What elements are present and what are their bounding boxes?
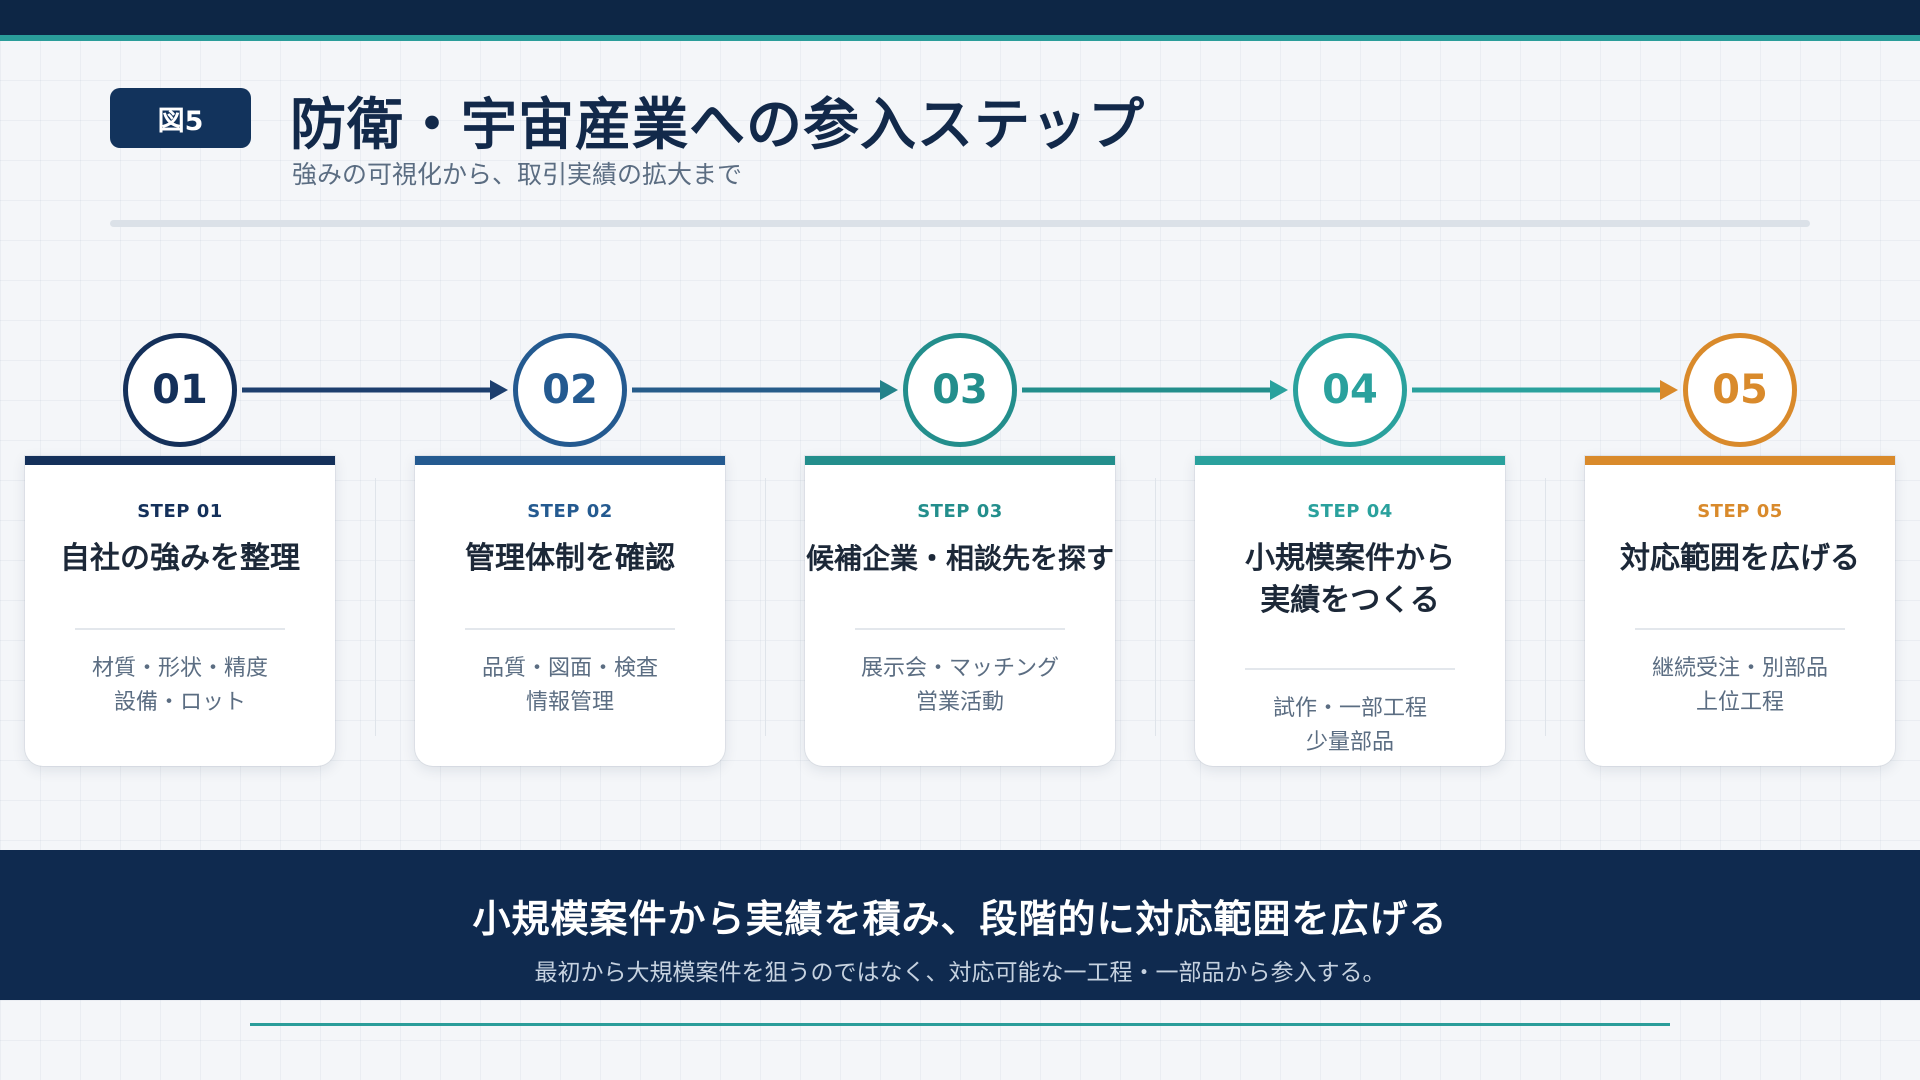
step-card-3: STEP 03 候補企業・相談先を探す 展示会・マッチング 営業活動	[805, 456, 1115, 766]
banner-subtitle: 最初から大規模案件を狙うのではなく、対応可能な一工程・一部品から参入する。	[534, 960, 1386, 986]
step-title: 小規模案件から 実績をつくる	[1245, 541, 1455, 618]
card-divider	[855, 628, 1065, 630]
summary-banner: 小規模案件から実績を積み、段階的に対応範囲を広げる 最初から大規模案件を狙うので…	[0, 850, 1920, 1000]
step-card-2: STEP 02 管理体制を確認 品質・図面・検査 情報管理	[415, 456, 725, 766]
page-title: 防衛・宇宙産業への参入ステップ	[290, 93, 1145, 158]
step-circle-3: 03	[903, 333, 1017, 447]
step-description: 継続受注・別部品 上位工程	[1651, 656, 1828, 715]
step-title: 自社の強みを整理	[60, 541, 300, 576]
step-description: 試作・一部工程 少量部品	[1272, 696, 1427, 755]
page-subtitle: 強みの可視化から、取引実績の拡大まで	[292, 160, 743, 189]
column-separator	[1545, 478, 1546, 736]
step-title: 候補企業・相談先を探す	[805, 542, 1114, 575]
title-divider	[110, 220, 1810, 227]
bottom-accent-rule	[250, 1023, 1670, 1026]
card-divider	[75, 628, 285, 630]
card-divider	[1635, 628, 1845, 630]
step-card-4: STEP 04 小規模案件から 実績をつくる 試作・一部工程 少量部品	[1195, 456, 1505, 766]
connector-1-2	[242, 378, 512, 402]
connector-3-4	[1022, 378, 1292, 402]
step-card-5: STEP 05 対応範囲を広げる 継続受注・別部品 上位工程	[1585, 456, 1895, 766]
step-description: 品質・図面・検査 情報管理	[481, 656, 658, 715]
step-label: STEP 02	[527, 501, 613, 522]
arrow-icon	[1270, 380, 1288, 400]
card-divider	[465, 628, 675, 630]
step-label: STEP 03	[917, 501, 1003, 522]
figure-badge: 図5	[110, 88, 251, 148]
step-description: 展示会・マッチング 営業活動	[860, 656, 1059, 715]
connector-4-5	[1412, 378, 1682, 402]
banner-title: 小規模案件から実績を積み、段階的に対応範囲を広げる	[472, 897, 1448, 941]
step-label: STEP 05	[1697, 501, 1783, 522]
top-bar	[0, 0, 1920, 35]
column-separator	[375, 478, 376, 736]
step-title: 管理体制を確認	[465, 541, 675, 576]
step-label: STEP 01	[137, 501, 223, 522]
arrow-icon	[1660, 380, 1678, 400]
step-circle-2: 02	[513, 333, 627, 447]
step-circle-5: 05	[1683, 333, 1797, 447]
connector-2-3	[632, 378, 902, 402]
step-card-1: STEP 01 自社の強みを整理 材質・形状・精度 設備・ロット	[25, 456, 335, 766]
step-circle-1: 01	[123, 333, 237, 447]
step-description: 材質・形状・精度 設備・ロット	[91, 656, 268, 715]
step-label: STEP 04	[1307, 501, 1393, 522]
card-divider	[1245, 668, 1455, 670]
step-circle-4: 04	[1293, 333, 1407, 447]
arrow-icon	[880, 380, 898, 400]
arrow-icon	[490, 380, 508, 400]
column-separator	[1155, 478, 1156, 736]
top-bar-accent	[0, 35, 1920, 41]
step-title: 対応範囲を広げる	[1620, 541, 1860, 576]
column-separator	[765, 478, 766, 736]
